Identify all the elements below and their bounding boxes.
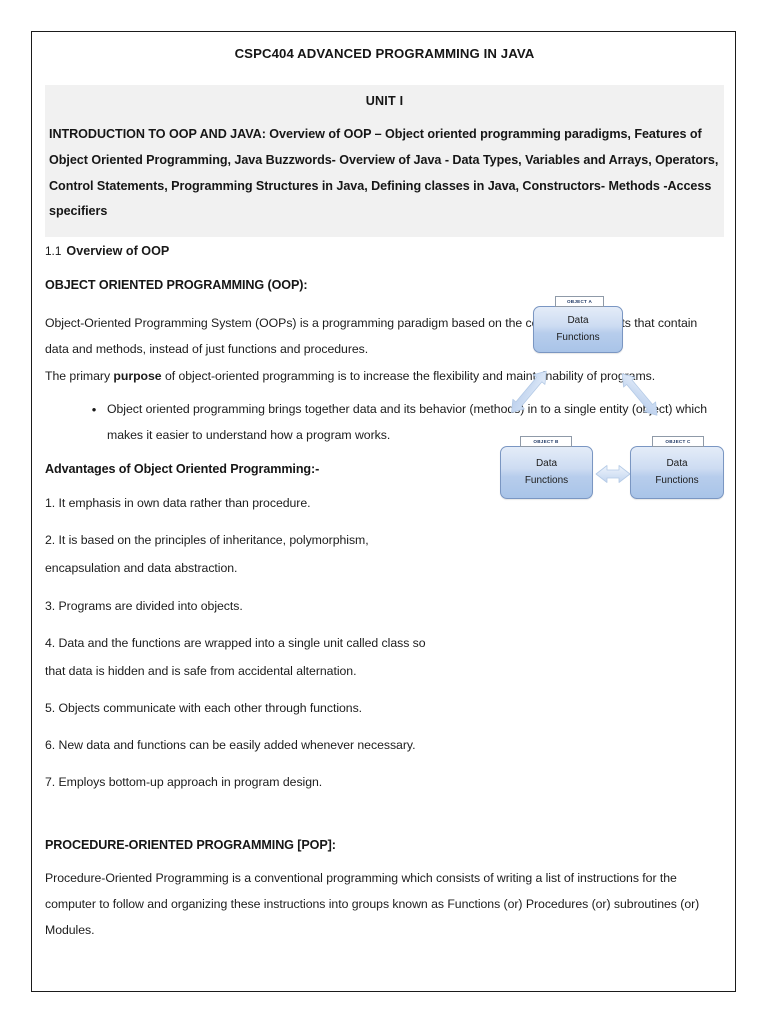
section-title: Overview of OOP (66, 244, 170, 258)
object-a-data-text: Data (567, 315, 589, 327)
arrow-a-b-icon (511, 370, 547, 413)
section-number: 1.1 (45, 244, 62, 258)
arrow-a-c-icon (621, 373, 658, 416)
unit-heading: UNIT I (365, 94, 404, 108)
object-b-data-text: Data (535, 458, 558, 470)
object-b-box: Data Functions (500, 446, 593, 499)
advantage-item-4: 4. Data and the functions are wrapped in… (45, 635, 426, 650)
arrow-b-c-icon (595, 465, 631, 483)
oop-paragraph-2: The primary purpose of object-oriented p… (45, 363, 724, 389)
object-b-label: OBJECT B (520, 436, 572, 447)
advantage-item-4-cont: that data is hidden and is safe from acc… (45, 663, 357, 678)
oop-heading: OBJECT ORIENTED PROGRAMMING (OOP): (45, 278, 308, 292)
advantages-heading: Advantages of Object Oriented Programmin… (45, 462, 320, 477)
section-heading: 1.1 Overview of OOP (45, 244, 724, 258)
advantage-item-2: 2. It is based on the principles of inhe… (45, 533, 369, 548)
object-c-functions-text: Functions (655, 474, 699, 486)
oop-bullet-text: Object oriented programming brings toget… (107, 402, 707, 443)
document-title: CSPC404 ADVANCED PROGRAMMING IN JAVA (234, 46, 535, 61)
document-page: CSPC404 ADVANCED PROGRAMMING IN JAVA UNI… (31, 31, 736, 992)
object-a-label: OBJECT A (555, 296, 604, 307)
pop-heading: PROCEDURE-ORIENTED PROGRAMMING [POP]: (45, 837, 336, 852)
pop-paragraph: Procedure-Oriented Programming is a conv… (45, 870, 700, 937)
advantage-item-3: 3. Programs are divided into objects. (45, 598, 243, 613)
oop-bullet-item: • Object oriented programming brings tog… (45, 396, 724, 448)
advantage-item-1: 1. It emphasis in own data rather than p… (45, 496, 311, 511)
object-a-functions-text: Functions (556, 331, 600, 343)
advantage-item-6: 6. New data and functions can be easily … (45, 737, 416, 752)
bullet-marker-icon: • (91, 402, 97, 418)
advantage-item-2-cont: encapsulation and data abstraction. (45, 561, 238, 576)
oop-objects-diagram: OBJECT A Data Functions OBJECT B Data Fu… (500, 296, 724, 508)
oop-para2-after: of object-oriented programming is to inc… (161, 369, 656, 384)
object-c-data-text: Data (666, 458, 688, 470)
unit-banner: UNIT I INTRODUCTION TO OOP AND JAVA: Ove… (45, 85, 724, 238)
oop-para2-before: The primary (45, 369, 114, 384)
object-c-box: Data Functions (630, 446, 724, 499)
page-content-area: CSPC404 ADVANCED PROGRAMMING IN JAVA UNI… (45, 32, 724, 991)
unit-syllabus-text: INTRODUCTION TO OOP AND JAVA: Overview o… (49, 127, 719, 219)
advantage-item-5: 5. Objects communicate with each other t… (45, 700, 363, 715)
object-c-label: OBJECT C (652, 436, 704, 447)
advantage-item-7: 7. Employs bottom-up approach in program… (45, 774, 323, 789)
oop-para2-bold-word: purpose (113, 369, 162, 384)
object-b-functions-text: Functions (524, 474, 569, 486)
diagram-arrows (511, 370, 658, 483)
body-content: 1.1 Overview of OOP OBJECT ORIENTED PROGR… (45, 244, 724, 943)
object-a-box: Data Functions (533, 306, 623, 353)
